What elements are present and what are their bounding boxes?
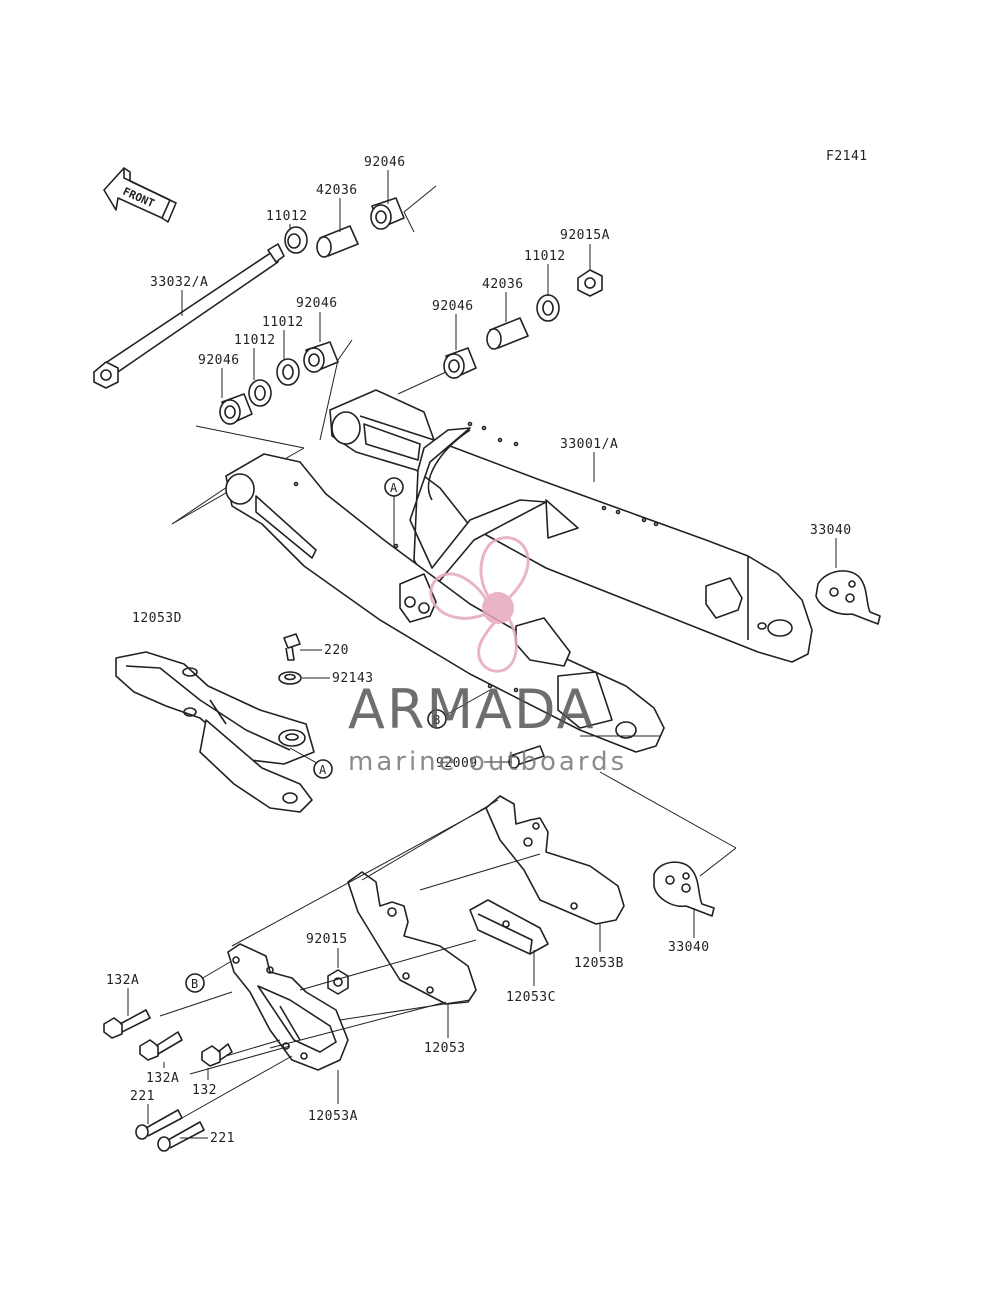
label-11012-right: 11012 xyxy=(524,249,566,264)
bearing-92046-top xyxy=(370,197,405,230)
part-labels: 92046 42036 11012 33032/A 92015A 11012 4… xyxy=(106,155,852,1146)
callout-B-upper: B xyxy=(427,709,447,729)
label-11012-mid: 11012 xyxy=(262,315,304,330)
sleeve-42036-top xyxy=(316,225,359,258)
label-11012-top: 11012 xyxy=(266,209,308,224)
label-12053A: 12053A xyxy=(308,1109,358,1124)
label-33001: 33001/A xyxy=(560,437,618,452)
propeller-logo-icon xyxy=(429,536,530,673)
label-33040-bottom: 33040 xyxy=(668,940,710,955)
callout-A-lower: A xyxy=(313,759,333,779)
seal-11012-left xyxy=(248,379,272,407)
nut-92015A xyxy=(577,269,603,297)
seal-11012-right xyxy=(536,294,560,322)
figure-id: F2141 xyxy=(826,149,868,164)
label-92143: 92143 xyxy=(332,671,374,686)
bolt-92009 xyxy=(508,745,545,769)
slider-mount-boss xyxy=(278,729,306,747)
guide-block-12053C xyxy=(469,899,549,955)
assembly-guide-lines-lower xyxy=(159,735,737,1119)
watermark-subtitle: marine outboards xyxy=(348,747,627,777)
label-132: 132 xyxy=(192,1083,217,1098)
label-12053D: 12053D xyxy=(132,611,182,626)
label-92015A: 92015A xyxy=(560,228,610,243)
svg-text:A: A xyxy=(390,481,398,495)
label-33032: 33032/A xyxy=(150,275,208,290)
screw-221-bottom xyxy=(157,1121,205,1152)
callout-A-upper: A xyxy=(384,477,404,497)
callout-B-lower: B xyxy=(185,973,205,993)
chain-adjuster-33040-bottom xyxy=(653,861,715,917)
bolt-132A-bottom xyxy=(139,1031,183,1061)
label-132A-bottom: 132A xyxy=(146,1071,179,1086)
label-92009: 92009 xyxy=(436,756,478,771)
swingarm-33001 xyxy=(225,389,813,753)
guide-plate-12053B xyxy=(485,795,625,925)
guide-plate-12053A xyxy=(227,943,349,1071)
svg-text:A: A xyxy=(319,763,327,777)
bearing-92046-left xyxy=(219,393,253,425)
front-arrow-icon: FRONT xyxy=(103,167,177,223)
label-221-bottom: 221 xyxy=(210,1131,235,1146)
bolt-132A-top xyxy=(103,1009,151,1039)
bolt-132 xyxy=(201,1043,233,1067)
washer-92143 xyxy=(278,671,302,685)
label-42036-right: 42036 xyxy=(482,277,524,292)
label-92015: 92015 xyxy=(306,932,348,947)
label-12053: 12053 xyxy=(424,1041,466,1056)
label-12053C: 12053C xyxy=(506,990,556,1005)
seal-11012-mid xyxy=(276,358,300,386)
label-92046-mid: 92046 xyxy=(296,296,338,311)
screw-221-top xyxy=(135,1109,183,1140)
label-132A-top: 132A xyxy=(106,973,139,988)
sleeve-42036-right xyxy=(486,317,529,350)
chain-adjuster-33040-top xyxy=(815,570,881,625)
seal-11012-top xyxy=(284,226,308,254)
svg-text:B: B xyxy=(433,713,440,727)
guide-plate-12053 xyxy=(347,871,477,1005)
nut-92015 xyxy=(327,969,349,995)
svg-text:B: B xyxy=(191,977,198,991)
bearing-92046-mid xyxy=(303,341,339,373)
swingarm-holes-right xyxy=(467,421,659,527)
bolt-220 xyxy=(283,633,301,661)
chain-slider-12053D xyxy=(115,651,315,813)
bearing-92046-right xyxy=(443,347,477,379)
label-11012-left: 11012 xyxy=(234,333,276,348)
slider-mount-hole xyxy=(285,733,299,741)
label-33040-top: 33040 xyxy=(810,523,852,538)
watermark-title: ARMADA xyxy=(348,678,596,741)
label-92046-left: 92046 xyxy=(198,353,240,368)
watermark: ARMADA marine outboards xyxy=(348,536,627,777)
label-220: 220 xyxy=(324,643,349,658)
label-12053B: 12053B xyxy=(574,956,624,971)
pivot-shaft-33032 xyxy=(93,243,285,389)
label-221-top: 221 xyxy=(130,1089,155,1104)
label-42036-top: 42036 xyxy=(316,183,358,198)
leader-lines xyxy=(127,170,837,1139)
label-92046-right: 92046 xyxy=(432,299,474,314)
label-92046-top: 92046 xyxy=(364,155,406,170)
